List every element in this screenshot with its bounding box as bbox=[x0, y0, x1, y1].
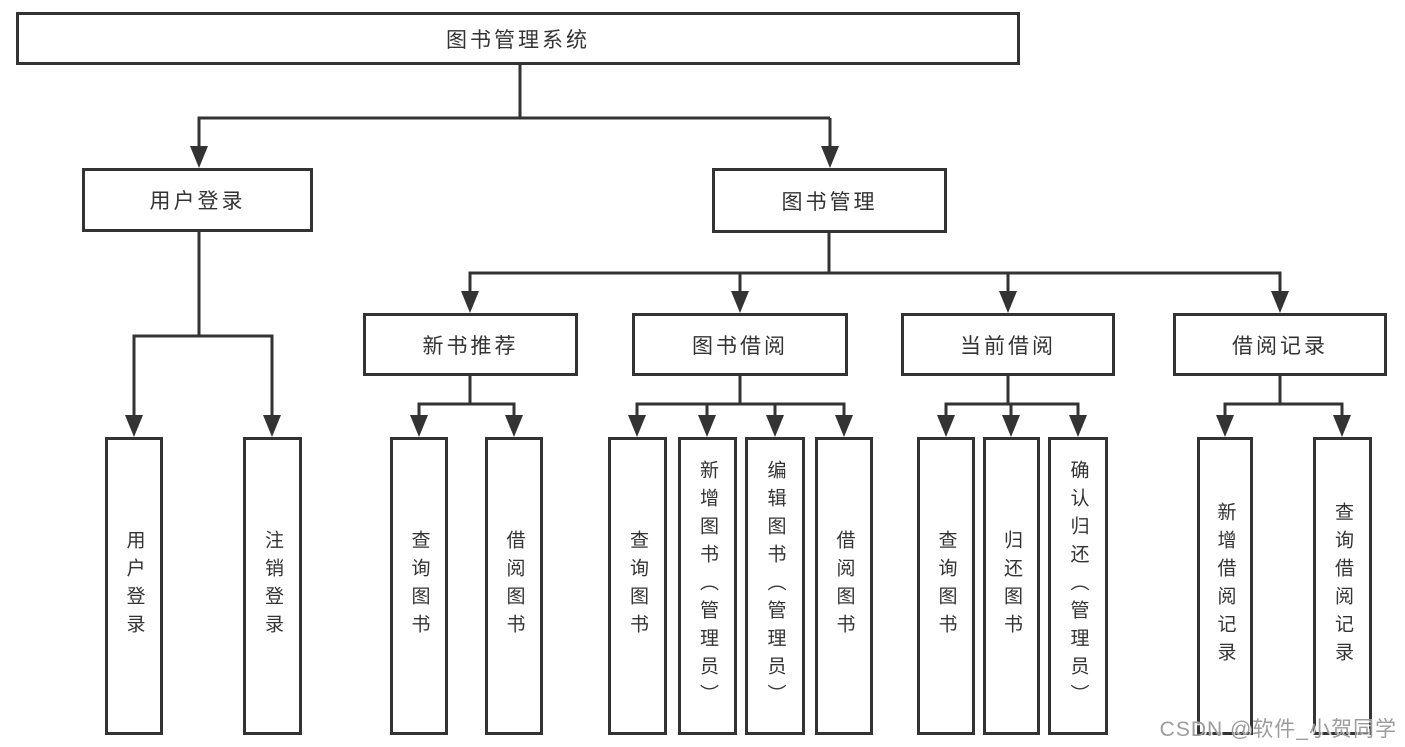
arrow-down-icon bbox=[1069, 415, 1087, 437]
node-library-management-system: 图书管理系统 bbox=[16, 12, 1020, 65]
node-label: 查询图书 bbox=[627, 530, 648, 642]
node-label: 查询图书 bbox=[408, 530, 430, 642]
node-label: 图书管理 bbox=[781, 190, 878, 214]
leaf-borrow-books-newbook: 借阅图书 bbox=[485, 437, 543, 735]
node-label: 新书推荐 bbox=[422, 334, 519, 358]
node-label: 新增借阅记录 bbox=[1214, 502, 1236, 670]
arrow-down-icon bbox=[1271, 291, 1289, 313]
node-label: 借阅图书 bbox=[833, 530, 855, 642]
leaf-query-borrow-record: 查询借阅记录 bbox=[1313, 437, 1372, 735]
connector-borrowing-to-leaves bbox=[635, 376, 846, 421]
node-label: 归还图书 bbox=[1001, 530, 1022, 642]
node-label: 借阅图书 bbox=[503, 530, 525, 642]
arrow-down-icon bbox=[766, 415, 784, 437]
node-current-borrowing: 当前借阅 bbox=[901, 313, 1115, 376]
leaf-add-borrow-record: 新增借阅记录 bbox=[1197, 437, 1253, 735]
node-borrow-records: 借阅记录 bbox=[1173, 313, 1387, 376]
leaf-query-books-newbook: 查询图书 bbox=[390, 437, 448, 735]
node-label: 图书管理系统 bbox=[446, 28, 590, 52]
arrow-down-icon bbox=[698, 415, 716, 437]
node-label: 编辑图书（管理员） bbox=[764, 460, 786, 712]
node-label: 查询借阅记录 bbox=[1332, 502, 1353, 670]
node-label: 用户登录 bbox=[149, 190, 246, 213]
arrow-down-icon bbox=[125, 415, 143, 437]
arrow-down-icon bbox=[1216, 415, 1234, 437]
arrow-down-icon bbox=[410, 415, 428, 437]
arrow-down-icon bbox=[835, 415, 853, 437]
leaf-query-books-borrowing: 查询图书 bbox=[608, 437, 667, 735]
node-book-management: 图书管理 bbox=[712, 168, 947, 233]
node-label: 查询图书 bbox=[935, 530, 957, 642]
node-label: 注销登录 bbox=[262, 530, 283, 642]
node-label: 新增图书（管理员） bbox=[697, 460, 718, 712]
node-user-login: 用户登录 bbox=[82, 168, 313, 232]
arrow-down-icon bbox=[1333, 415, 1351, 437]
arrow-down-icon bbox=[461, 291, 479, 313]
csdn-watermark: CSDN @软件_小贺同学 bbox=[1159, 718, 1397, 741]
node-book-borrowing: 图书借阅 bbox=[632, 313, 848, 376]
arrow-down-icon bbox=[1002, 415, 1020, 437]
arrow-down-icon bbox=[263, 415, 281, 437]
node-label: 借阅记录 bbox=[1232, 334, 1328, 358]
node-label: 图书借阅 bbox=[692, 334, 788, 358]
arrow-down-icon bbox=[628, 415, 646, 437]
arrow-down-icon bbox=[190, 146, 208, 168]
node-label: 当前借阅 bbox=[960, 334, 1056, 358]
arrow-down-icon bbox=[505, 415, 523, 437]
connector-bookmgmt-to-level3 bbox=[468, 233, 1282, 297]
connector-records-to-leaves bbox=[1223, 376, 1344, 421]
leaf-user-login: 用户登录 bbox=[105, 437, 163, 735]
leaf-return-books: 归还图书 bbox=[983, 437, 1040, 735]
connector-userlogin-to-leaves bbox=[132, 232, 274, 421]
node-new-book-recommend: 新书推荐 bbox=[363, 313, 578, 376]
connector-current-to-leaves bbox=[944, 376, 1080, 421]
leaf-edit-books-admin: 编辑图书（管理员） bbox=[745, 437, 805, 735]
node-label: 确认归还（管理员） bbox=[1067, 460, 1089, 712]
arrow-down-icon bbox=[821, 146, 839, 168]
leaf-query-books-current: 查询图书 bbox=[917, 437, 975, 735]
leaf-add-books-admin: 新增图书（管理员） bbox=[678, 437, 737, 735]
leaf-borrow-books-borrowing: 借阅图书 bbox=[815, 437, 873, 735]
node-label: 用户登录 bbox=[123, 530, 145, 642]
leaf-confirm-return-admin: 确认归还（管理员） bbox=[1048, 437, 1108, 735]
connector-newbook-to-leaves bbox=[417, 376, 516, 421]
connector-root-to-level2 bbox=[197, 65, 832, 150]
arrow-down-icon bbox=[937, 415, 955, 437]
arrow-down-icon bbox=[731, 291, 749, 313]
leaf-logout: 注销登录 bbox=[243, 437, 302, 735]
arrow-down-icon bbox=[999, 291, 1017, 313]
